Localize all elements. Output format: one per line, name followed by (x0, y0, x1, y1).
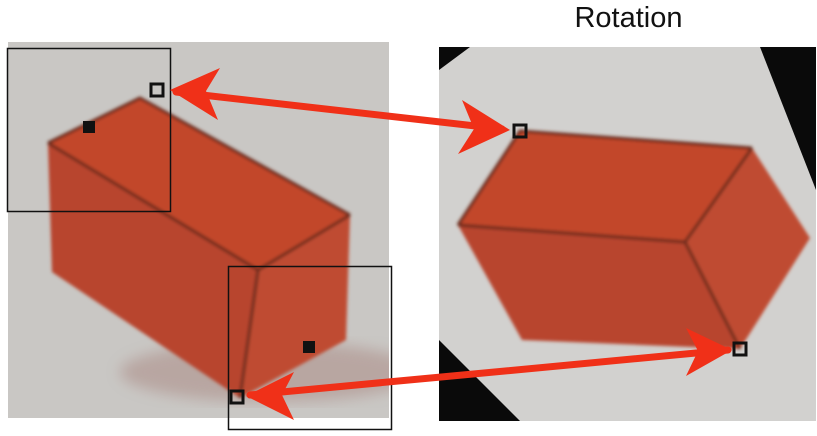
filled-square-icon (83, 121, 95, 133)
box-front-face (48, 143, 258, 398)
filled-square-icon (303, 341, 315, 353)
hollow-square-icon (512, 123, 528, 139)
hollow-square-icon (149, 82, 165, 98)
rotated-box-front-face (458, 225, 740, 349)
double-headed-arrow-icon (170, 68, 510, 154)
rotated-box-top-face (458, 131, 752, 242)
panel-title-rotation: Rotation (574, 2, 683, 34)
double-headed-arrow-icon (246, 328, 732, 420)
rotated-image-panel (439, 47, 816, 421)
patch-rect-top-left (6, 47, 172, 213)
hollow-square-icon (229, 389, 245, 405)
hollow-square-icon (732, 341, 748, 357)
box-side-face (240, 215, 350, 398)
box-top-face (48, 98, 350, 270)
patch-rect-bottom-right (227, 265, 393, 431)
